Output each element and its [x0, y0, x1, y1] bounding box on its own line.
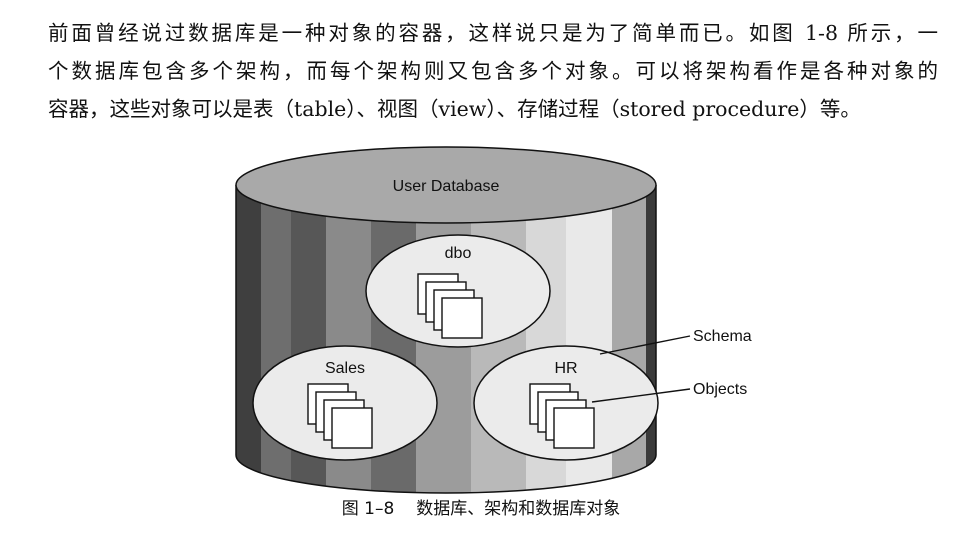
schema-label-sales: Sales: [325, 360, 365, 377]
paragraph-line-3: 容器，这些对象可以是表（table）、视图（view）、存储过程（stored …: [48, 97, 861, 121]
object-stack-dbo: [417, 273, 483, 339]
object-stack-sales: [307, 383, 373, 449]
schema-sales: Sales: [252, 345, 438, 461]
paragraph-line-1: 前面曾经说过数据库是一种对象的容器，这样说只是为了简单而已。如图 1-8 所示，…: [48, 21, 938, 45]
figure-title: 数据库、架构和数据库对象: [416, 499, 621, 519]
database-label: User Database: [393, 178, 500, 195]
objects-callout-label: Objects: [693, 381, 747, 398]
schema-callout-label: Schema: [693, 328, 752, 345]
schema-dbo: dbo: [365, 234, 551, 348]
schema-label-dbo: dbo: [445, 245, 472, 262]
objects-callout-line: [591, 388, 691, 403]
schema-callout-line: [599, 335, 691, 355]
figure-number: 图 1–8: [341, 499, 395, 519]
schema-hr: HR: [473, 345, 659, 461]
cylinder-top: [235, 146, 657, 224]
object-stack-hr: [529, 383, 595, 449]
figure-caption: 图 1–8 数据库、架构和数据库对象: [0, 494, 962, 519]
schema-label-hr: HR: [554, 360, 577, 377]
body-paragraph: 前面曾经说过数据库是一种对象的容器，这样说只是为了简单而已。如图 1-8 所示，…: [48, 14, 938, 128]
cylinder-body: [236, 147, 656, 493]
paragraph-line-2: 个数据库包含多个架构，而每个架构则又包含多个对象。可以将架构看作是各种对象的: [48, 59, 938, 83]
